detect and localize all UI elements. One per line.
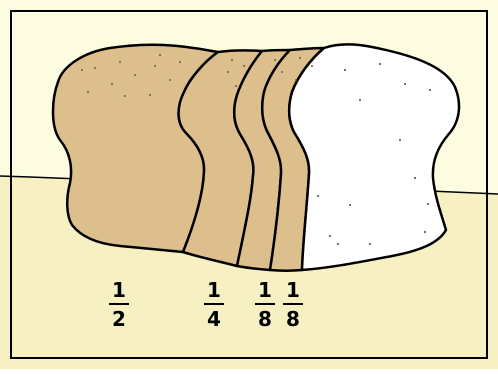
fraction-denominator: 8 — [252, 309, 278, 329]
fraction-bar — [255, 303, 275, 305]
fraction-label-eighth-1: 1 8 — [252, 280, 278, 329]
fraction-denominator: 4 — [201, 309, 227, 329]
fraction-label-eighth-2: 1 8 — [280, 280, 306, 329]
fraction-numerator: 1 — [252, 280, 278, 300]
fraction-denominator: 8 — [280, 309, 306, 329]
fraction-label-half: 1 2 — [106, 280, 132, 329]
fraction-numerator: 1 — [280, 280, 306, 300]
fraction-denominator: 2 — [106, 309, 132, 329]
bread-cut-face — [289, 44, 459, 270]
fraction-bar — [283, 303, 303, 305]
fraction-numerator: 1 — [201, 280, 227, 300]
fraction-label-quarter: 1 4 — [201, 280, 227, 329]
fraction-bar — [204, 303, 224, 305]
fraction-bar — [109, 303, 129, 305]
fraction-numerator: 1 — [106, 280, 132, 300]
